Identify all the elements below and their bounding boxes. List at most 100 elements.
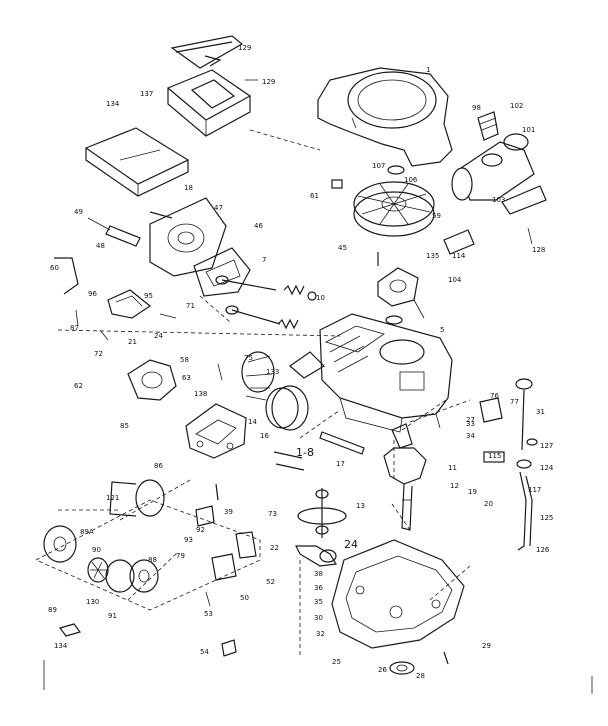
carburetor-body [185, 403, 247, 459]
label-16: 16 [260, 432, 269, 440]
label-115: 115 [488, 452, 501, 460]
label-124: 124 [540, 464, 554, 472]
label-76: 76 [490, 392, 499, 400]
piston-pin-link [319, 431, 365, 455]
blower-housing [317, 67, 453, 167]
screw-18 [149, 211, 173, 219]
leader-lines [35, 129, 471, 656]
label-137: 137 [140, 90, 153, 98]
retainer-10 [307, 291, 317, 301]
nut-106 [387, 165, 405, 175]
label-33: 33 [466, 420, 475, 428]
label-71: 71 [186, 302, 195, 310]
label-46: 46 [254, 222, 263, 230]
part-labels: 129 129 137 134 1 98 102 101 107 106 59 … [48, 44, 554, 680]
label-10: 10 [316, 294, 325, 302]
label-1-8: 1-8 [296, 446, 314, 459]
label-29: 29 [482, 642, 491, 650]
plate-76 [479, 397, 503, 423]
oil-fill-tube [516, 459, 533, 551]
choke-link [54, 257, 79, 295]
label-117: 117 [528, 486, 541, 494]
label-106: 106 [404, 176, 418, 184]
label-134 [58, 623, 82, 637]
label-125: 125 [540, 514, 553, 522]
label-30: 30 [314, 614, 323, 622]
label-52: 52 [266, 578, 275, 586]
label-45: 45 [338, 244, 347, 252]
link-71 [159, 313, 177, 319]
label-27: 27 [466, 416, 475, 424]
label-17: 17 [336, 460, 345, 468]
o-ring-127 [526, 438, 538, 446]
label-50: 50 [240, 594, 249, 602]
spark-plug [87, 217, 141, 247]
label-133: 133 [266, 368, 279, 376]
muffler [451, 133, 547, 215]
label-49: 49 [74, 208, 83, 216]
label-88: 88 [148, 556, 157, 564]
label-12: 12 [450, 482, 459, 490]
label-92: 92 [196, 526, 205, 534]
label-60: 60 [50, 264, 59, 272]
label-129b: 129 [262, 78, 275, 86]
label-63: 63 [182, 374, 191, 382]
label-98: 98 [472, 104, 481, 112]
label-86: 86 [154, 462, 163, 470]
label-28: 28 [416, 672, 425, 680]
decal-115 [483, 451, 505, 463]
label-58: 58 [180, 356, 189, 364]
label-138: 138 [194, 390, 207, 398]
label-59: 59 [432, 212, 441, 220]
rewind-starter [43, 525, 77, 563]
muffler-deflector [477, 111, 499, 141]
label-48: 48 [96, 242, 105, 250]
gasket-133 [289, 351, 325, 379]
label-128: 128 [532, 246, 545, 254]
label-20: 20 [484, 500, 493, 508]
intake-valve [215, 275, 277, 291]
float-bowl [245, 385, 309, 431]
intake-pipe [241, 351, 275, 393]
control-bracket [107, 289, 152, 319]
label-75: 75 [244, 354, 253, 362]
air-cleaner-base [166, 69, 252, 137]
flywheel [353, 181, 435, 237]
label-24b: 24 [344, 538, 358, 551]
label-104: 104 [448, 276, 462, 284]
label-5: 5 [440, 326, 444, 334]
connecting-rod [295, 545, 337, 567]
label-89a: 89A [80, 528, 94, 536]
label-114: 114 [452, 252, 466, 260]
breather-assembly [149, 197, 227, 277]
valve-spring-a [283, 284, 305, 296]
fuel-tank-cap [211, 553, 237, 581]
label-61: 61 [310, 192, 319, 200]
label-13: 13 [356, 502, 365, 510]
label-32: 32 [316, 630, 325, 638]
pin-39 [215, 483, 219, 501]
screw-53 [205, 591, 211, 607]
label-126: 126 [536, 546, 550, 554]
label-90: 90 [92, 546, 101, 554]
label-87: 87 [70, 324, 79, 332]
label-89: 89 [48, 606, 57, 614]
label-26: 26 [378, 666, 387, 674]
sump-base [331, 539, 465, 649]
label-39: 39 [224, 508, 233, 516]
label-73: 73 [268, 510, 277, 518]
tappets [273, 451, 305, 471]
label-130: 130 [86, 598, 99, 606]
ignition-armature [377, 267, 425, 319]
label-95: 95 [144, 292, 153, 300]
label-79: 79 [176, 552, 185, 560]
label-107: 107 [372, 162, 385, 170]
label-129a: 129 [238, 44, 251, 52]
label-34: 34 [466, 432, 475, 440]
link-75 [217, 363, 223, 381]
label-21: 21 [128, 338, 137, 346]
label-127: 127 [540, 442, 553, 450]
label-25: 25 [332, 658, 341, 666]
dipstick [515, 378, 533, 451]
label-24a: 24 [154, 332, 163, 340]
